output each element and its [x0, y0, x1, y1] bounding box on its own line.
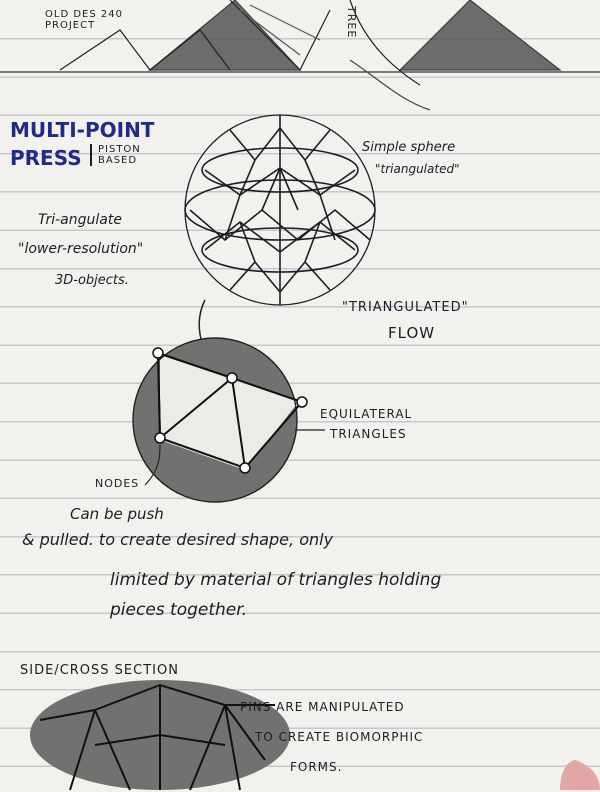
note-pins-1: PINS ARE MANIPULATED: [240, 700, 405, 714]
note-pins-3: FORMS.: [290, 760, 343, 774]
paragraph-line-2: & pulled. to create desired shape, only: [22, 530, 334, 549]
cross-section-title: SIDE/CROSS SECTION: [20, 663, 179, 678]
note-3d-objects: 3D-objects.: [55, 273, 129, 288]
note-equilateral: EQUILATERAL: [320, 407, 413, 421]
paragraph-line-1: Can be push: [70, 505, 164, 523]
title-multi-point: MULTI-POINT: [10, 118, 155, 142]
geodesic-sphere-sketch: [184, 114, 376, 306]
note-simple-sphere: Simple sphere: [362, 140, 456, 155]
project-note: OLD DES 240 PROJECT: [45, 9, 123, 31]
note-pins-2: TO CREATE BIOMORPHIC: [255, 730, 424, 744]
note-triangles: TRIANGLES: [330, 427, 407, 441]
note-lower-resolution: "lower-resolution": [18, 241, 144, 257]
title-subnote: PISTON BASED: [90, 144, 141, 166]
note-triangulated-quote: "triangulated": [375, 162, 460, 176]
cross-section-sketch: [30, 680, 600, 791]
title-press: PRESS: [10, 146, 82, 170]
note-tri-angulate: Tri-angulate: [38, 212, 122, 228]
note-triangulated: "TRIANGULATED": [342, 300, 469, 315]
paragraph-line-3: limited by material of triangles holding: [110, 570, 442, 590]
tree-label: TREE: [345, 6, 358, 39]
paragraph-line-4: pieces together.: [110, 600, 248, 620]
note-nodes: NODES: [95, 477, 140, 490]
equilateral-triangle-sphere-sketch: [132, 337, 325, 503]
note-flow: FLOW: [388, 324, 436, 342]
top-landscape-sketch: [0, 0, 600, 111]
